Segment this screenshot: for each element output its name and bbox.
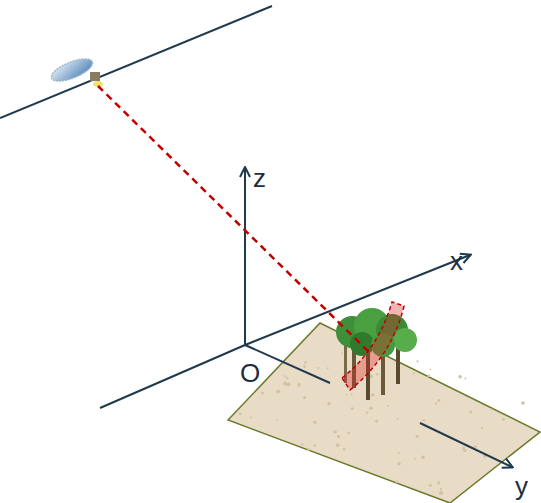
axis-label: z [253,165,266,191]
x-axis [245,255,470,345]
axis-label: y [515,473,528,499]
x-axis-negative [100,345,245,408]
radar-beam [98,86,372,355]
orbit-line [0,6,272,118]
z-axis [244,168,246,345]
footprint-band [342,302,404,390]
origin-label: O [240,360,260,386]
satellite [49,54,103,87]
y-axis-end [420,423,512,467]
axis-label: x [450,248,463,274]
